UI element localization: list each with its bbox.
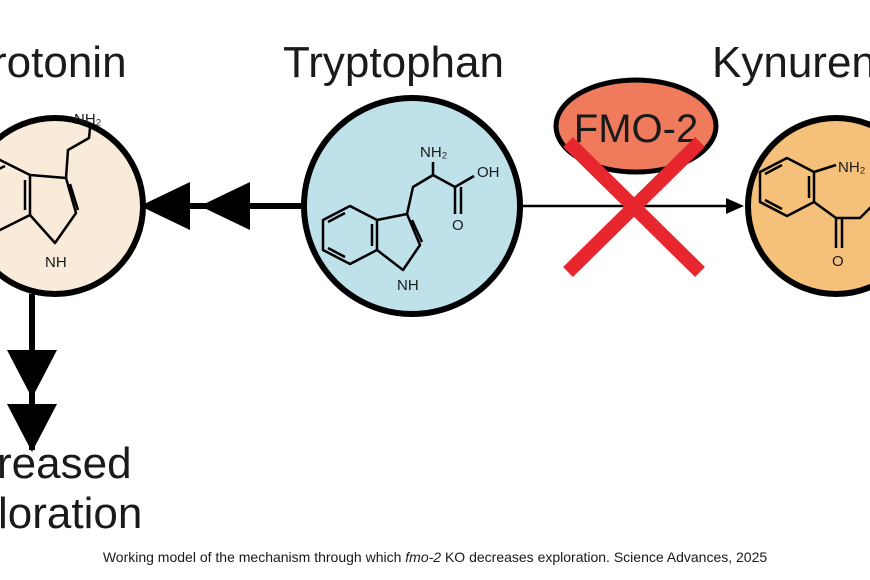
serotonin-amine: NH₂ (74, 111, 102, 128)
outcome-line-2: loration (0, 489, 142, 538)
fmo2-ellipse (553, 77, 719, 175)
kynurenine-node: Kynuren NH₂ O (712, 38, 870, 297)
arrowhead-kynurenine (726, 198, 744, 214)
tryptophan-to-serotonin-arrow (140, 182, 306, 230)
caption-prefix: Working model of the mechanism through w… (102, 549, 406, 565)
arrowhead-down-2 (7, 404, 57, 452)
fmo2-label: FMO-2 (574, 107, 698, 151)
blocked-cross-icon (563, 137, 705, 277)
tryptophan-amine: NH₂ (420, 144, 448, 161)
serotonin-to-outcome-arrow (7, 294, 57, 452)
outcome-line-1: reased (0, 439, 132, 488)
tryptophan-nh: NH (397, 277, 419, 294)
tryptophan-node: Tryptophan NH₂ OH O NH (283, 38, 523, 317)
serotonin-nh: NH (45, 254, 67, 271)
serotonin-structure (0, 127, 92, 245)
figure-caption: Working model of the mechanism through w… (0, 549, 870, 565)
caption-suffix: KO decreases exploration. Science Advanc… (441, 549, 768, 565)
tryptophan-structure (321, 162, 475, 272)
fmo2-enzyme: FMO-2 (553, 77, 719, 175)
kynurenine-oxygen: O (832, 253, 844, 270)
serotonin-circle (0, 115, 146, 297)
serotonin-label: rotonin (0, 38, 127, 87)
serotonin-node: rotonin NH₂ NH (0, 38, 146, 297)
tryptophan-oxygen: O (452, 217, 464, 234)
arrowhead-down-1 (7, 350, 57, 398)
tryptophan-label: Tryptophan (283, 38, 504, 87)
kynurenine-structure (758, 156, 870, 248)
kynurenine-label: Kynuren (712, 38, 870, 87)
arrowhead-2 (200, 182, 250, 230)
kynurenine-amine: NH₂ (838, 159, 866, 176)
outcome-label: reased loration (0, 439, 142, 538)
arrowhead-1 (140, 182, 190, 230)
caption-gene: fmo-2 (405, 549, 442, 565)
tryptophan-acid: OH (477, 164, 500, 181)
